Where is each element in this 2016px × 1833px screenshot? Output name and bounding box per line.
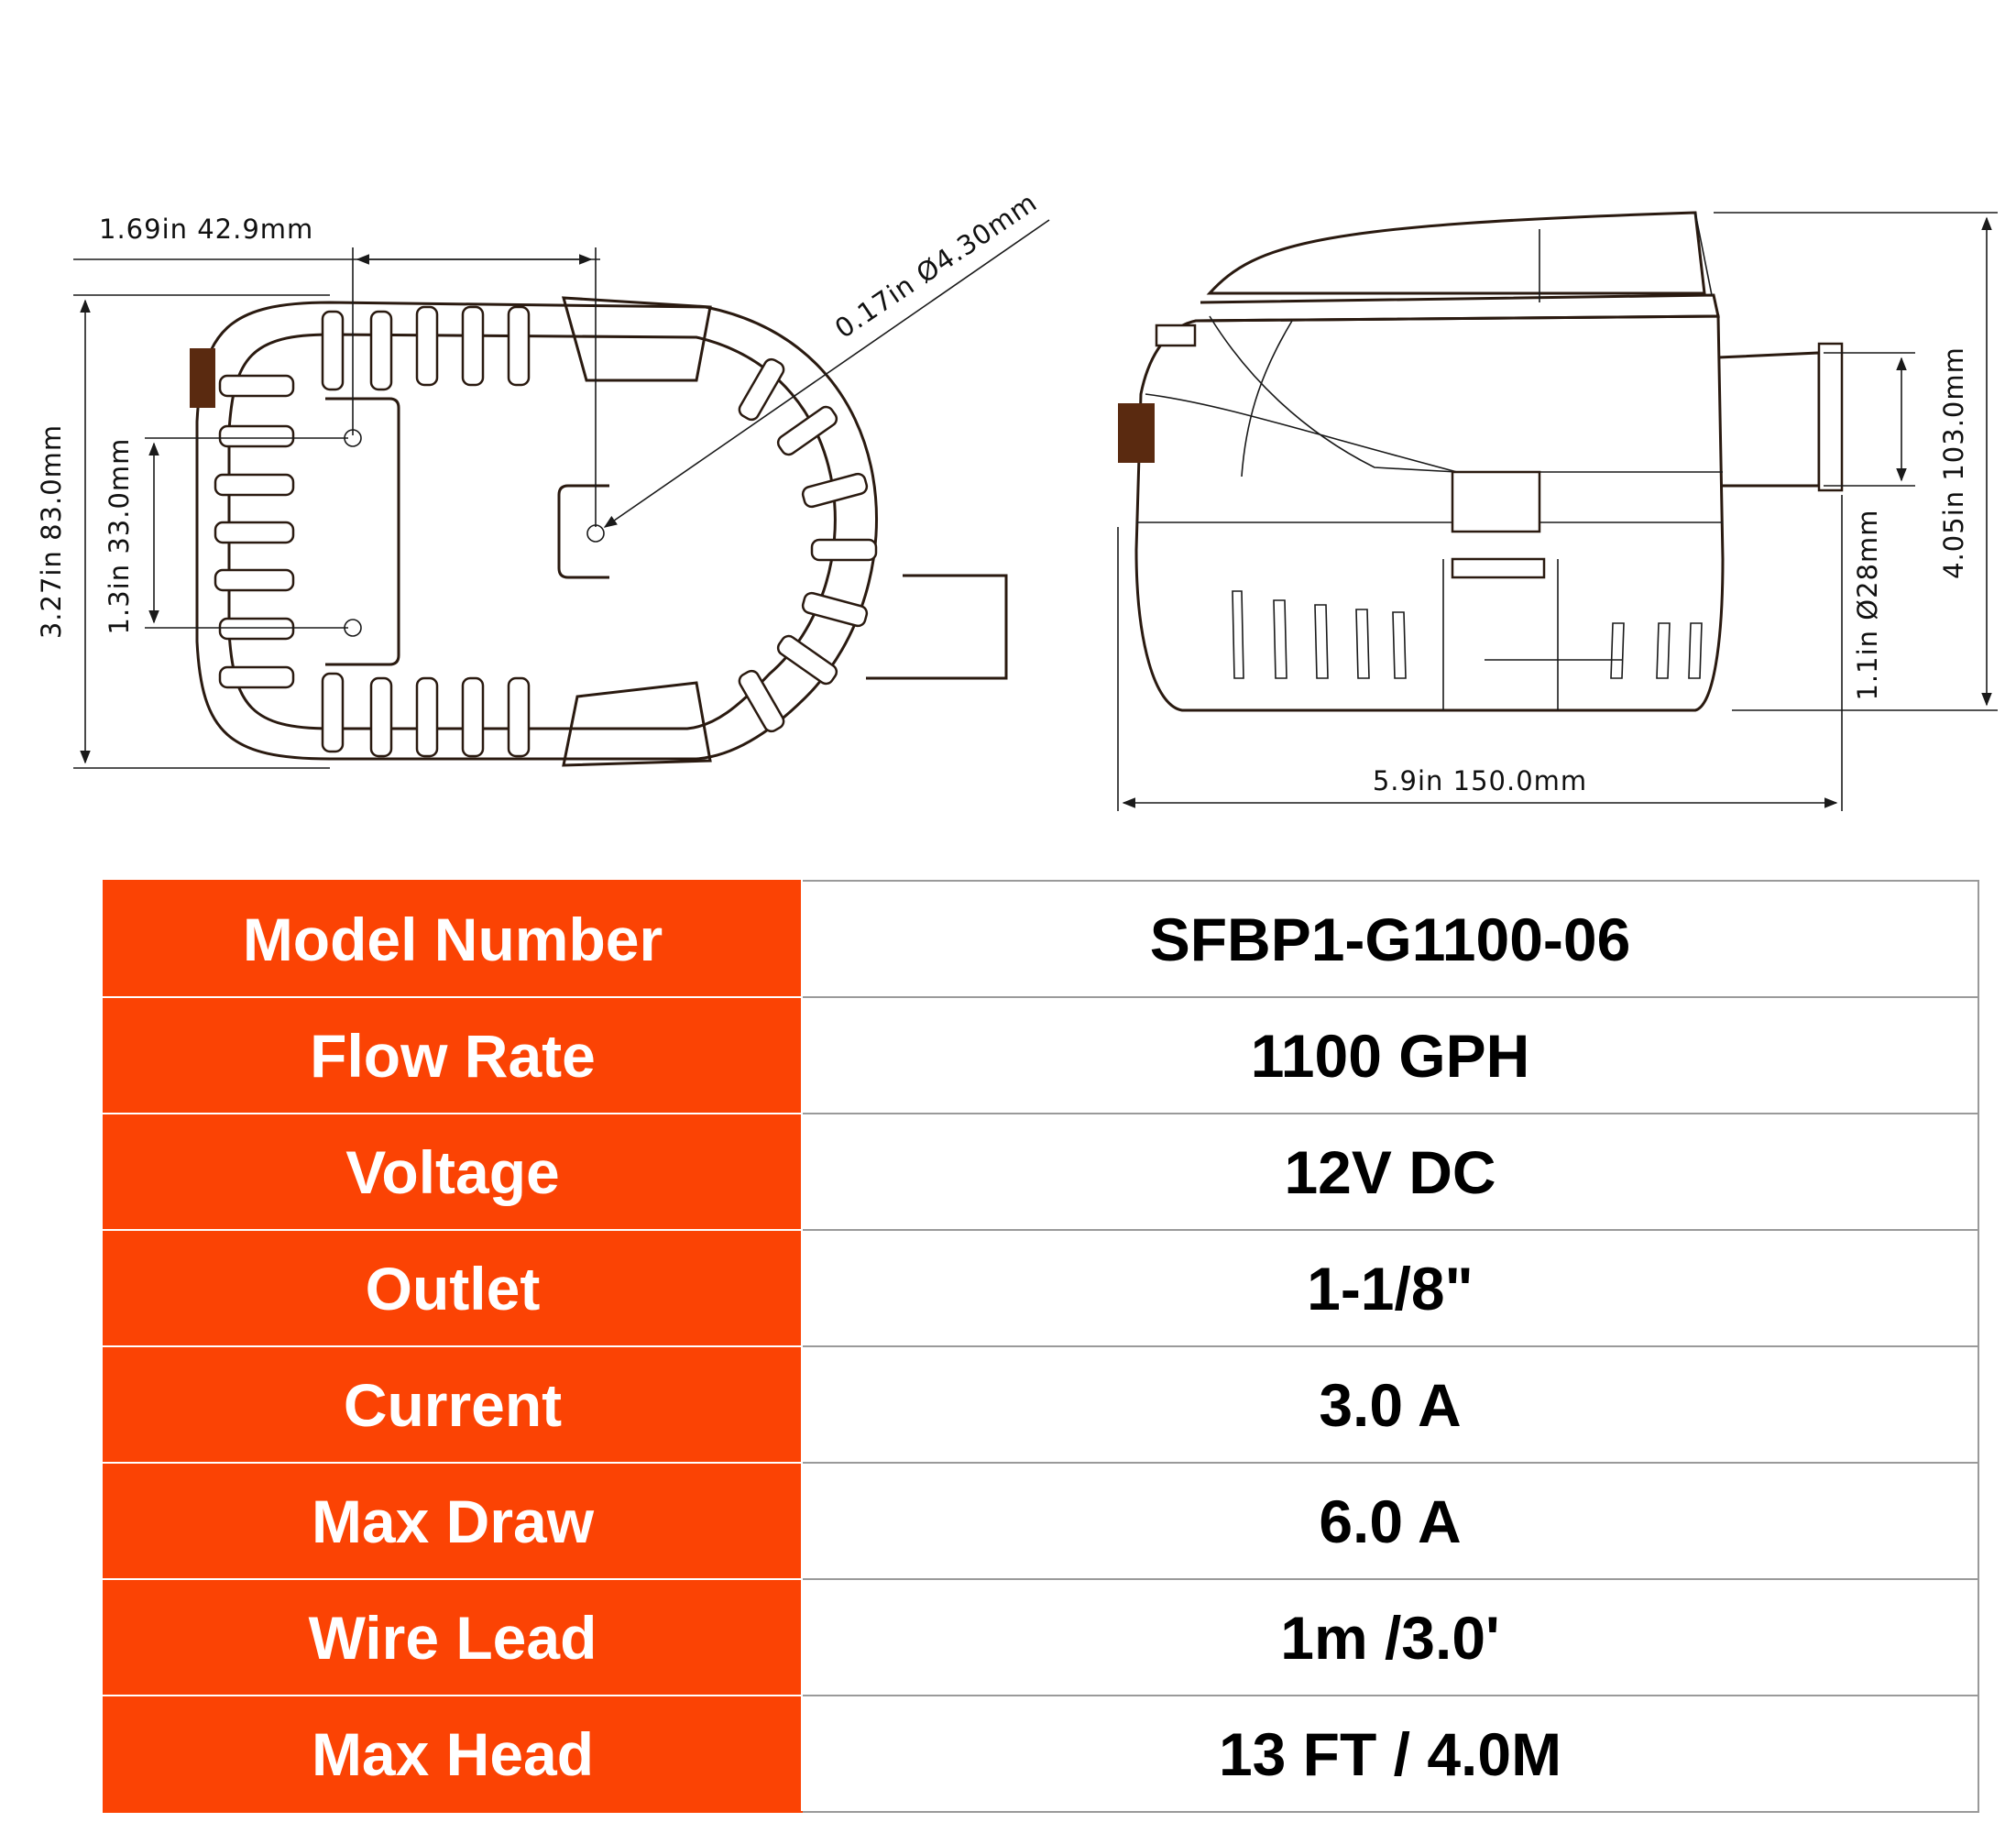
bottom-view: 1.69in 42.9mm 0.17in Ø4.30mm 3.27in 83.0… xyxy=(36,186,1050,769)
switch-knob-bottom xyxy=(190,348,215,408)
spec-row-max-draw: Max Draw 6.0 A xyxy=(103,1462,1979,1580)
bottom-slots xyxy=(321,672,531,758)
side-view: 4.05in 103.0mm 1.1in Ø28mm 5.9in 150.0mm xyxy=(1117,211,1998,811)
spec-value: 1100 GPH xyxy=(801,996,1979,1114)
spec-label: Outlet xyxy=(103,1229,803,1347)
spec-row-model-number: Model Number SFBP1-G1100-06 xyxy=(103,880,1979,998)
dim-hole-diameter-label: 0.17in Ø4.30mm xyxy=(829,186,1043,345)
center-hole xyxy=(586,524,605,543)
spec-value: 6.0 A xyxy=(801,1462,1979,1580)
spec-value: 1m /3.0' xyxy=(801,1578,1979,1696)
spec-label: Wire Lead xyxy=(103,1578,803,1696)
spec-label: Voltage xyxy=(103,1113,803,1231)
spec-row-voltage: Voltage 12V DC xyxy=(103,1113,1979,1231)
spec-row-current: Current 3.0 A xyxy=(103,1345,1979,1464)
center-bracket xyxy=(557,484,609,579)
spec-row-max-head: Max Head 13 FT / 4.0M xyxy=(103,1695,1979,1813)
dim-bottom-width-label: 1.69in 42.9mm xyxy=(99,214,313,245)
dim-hole-spacing-label: 1.3in 33.0mm xyxy=(104,438,135,635)
spec-label: Flow Rate xyxy=(103,996,803,1114)
spec-value: 13 FT / 4.0M xyxy=(801,1695,1979,1813)
side-view-cover xyxy=(1206,211,1706,295)
side-slots xyxy=(1232,590,1703,679)
switch-knob-side xyxy=(1118,403,1155,463)
spec-row-outlet: Outlet 1-1/8" xyxy=(103,1229,1979,1347)
spec-label: Current xyxy=(103,1345,803,1464)
outlet-stub xyxy=(866,574,1008,680)
spec-label: Model Number xyxy=(103,880,803,998)
spec-value: 1-1/8" xyxy=(801,1229,1979,1347)
dim-side-height-label: 4.05in 103.0mm xyxy=(1938,346,1969,579)
wire-boss xyxy=(1155,324,1197,347)
spec-value: 12V DC xyxy=(801,1113,1979,1231)
dimension-drawing: 1.69in 42.9mm 0.17in Ø4.30mm 3.27in 83.0… xyxy=(36,186,1998,811)
spec-value: 3.0 A xyxy=(801,1345,1979,1464)
dim-side-length-label: 5.9in 150.0mm xyxy=(1373,765,1587,796)
left-slots xyxy=(214,374,295,689)
spec-label: Max Draw xyxy=(103,1462,803,1580)
spec-label: Max Head xyxy=(103,1695,803,1813)
spec-row-wire-lead: Wire Lead 1m /3.0' xyxy=(103,1578,1979,1696)
side-outlet-spout xyxy=(1717,351,1821,488)
side-view-housing xyxy=(1134,314,1725,712)
mounting-plate xyxy=(325,397,400,666)
dim-length-height-label: 3.27in 83.0mm xyxy=(36,424,67,639)
spec-table: Model Number SFBP1-G1100-06 Flow Rate 11… xyxy=(103,880,1979,1813)
spec-row-flow-rate: Flow Rate 1100 GPH xyxy=(103,996,1979,1114)
spec-value: SFBP1-G1100-06 xyxy=(801,880,1979,998)
dim-outlet-diameter-label: 1.1in Ø28mm xyxy=(1852,509,1883,700)
round-end-slots xyxy=(738,357,878,733)
top-slots xyxy=(321,305,531,391)
